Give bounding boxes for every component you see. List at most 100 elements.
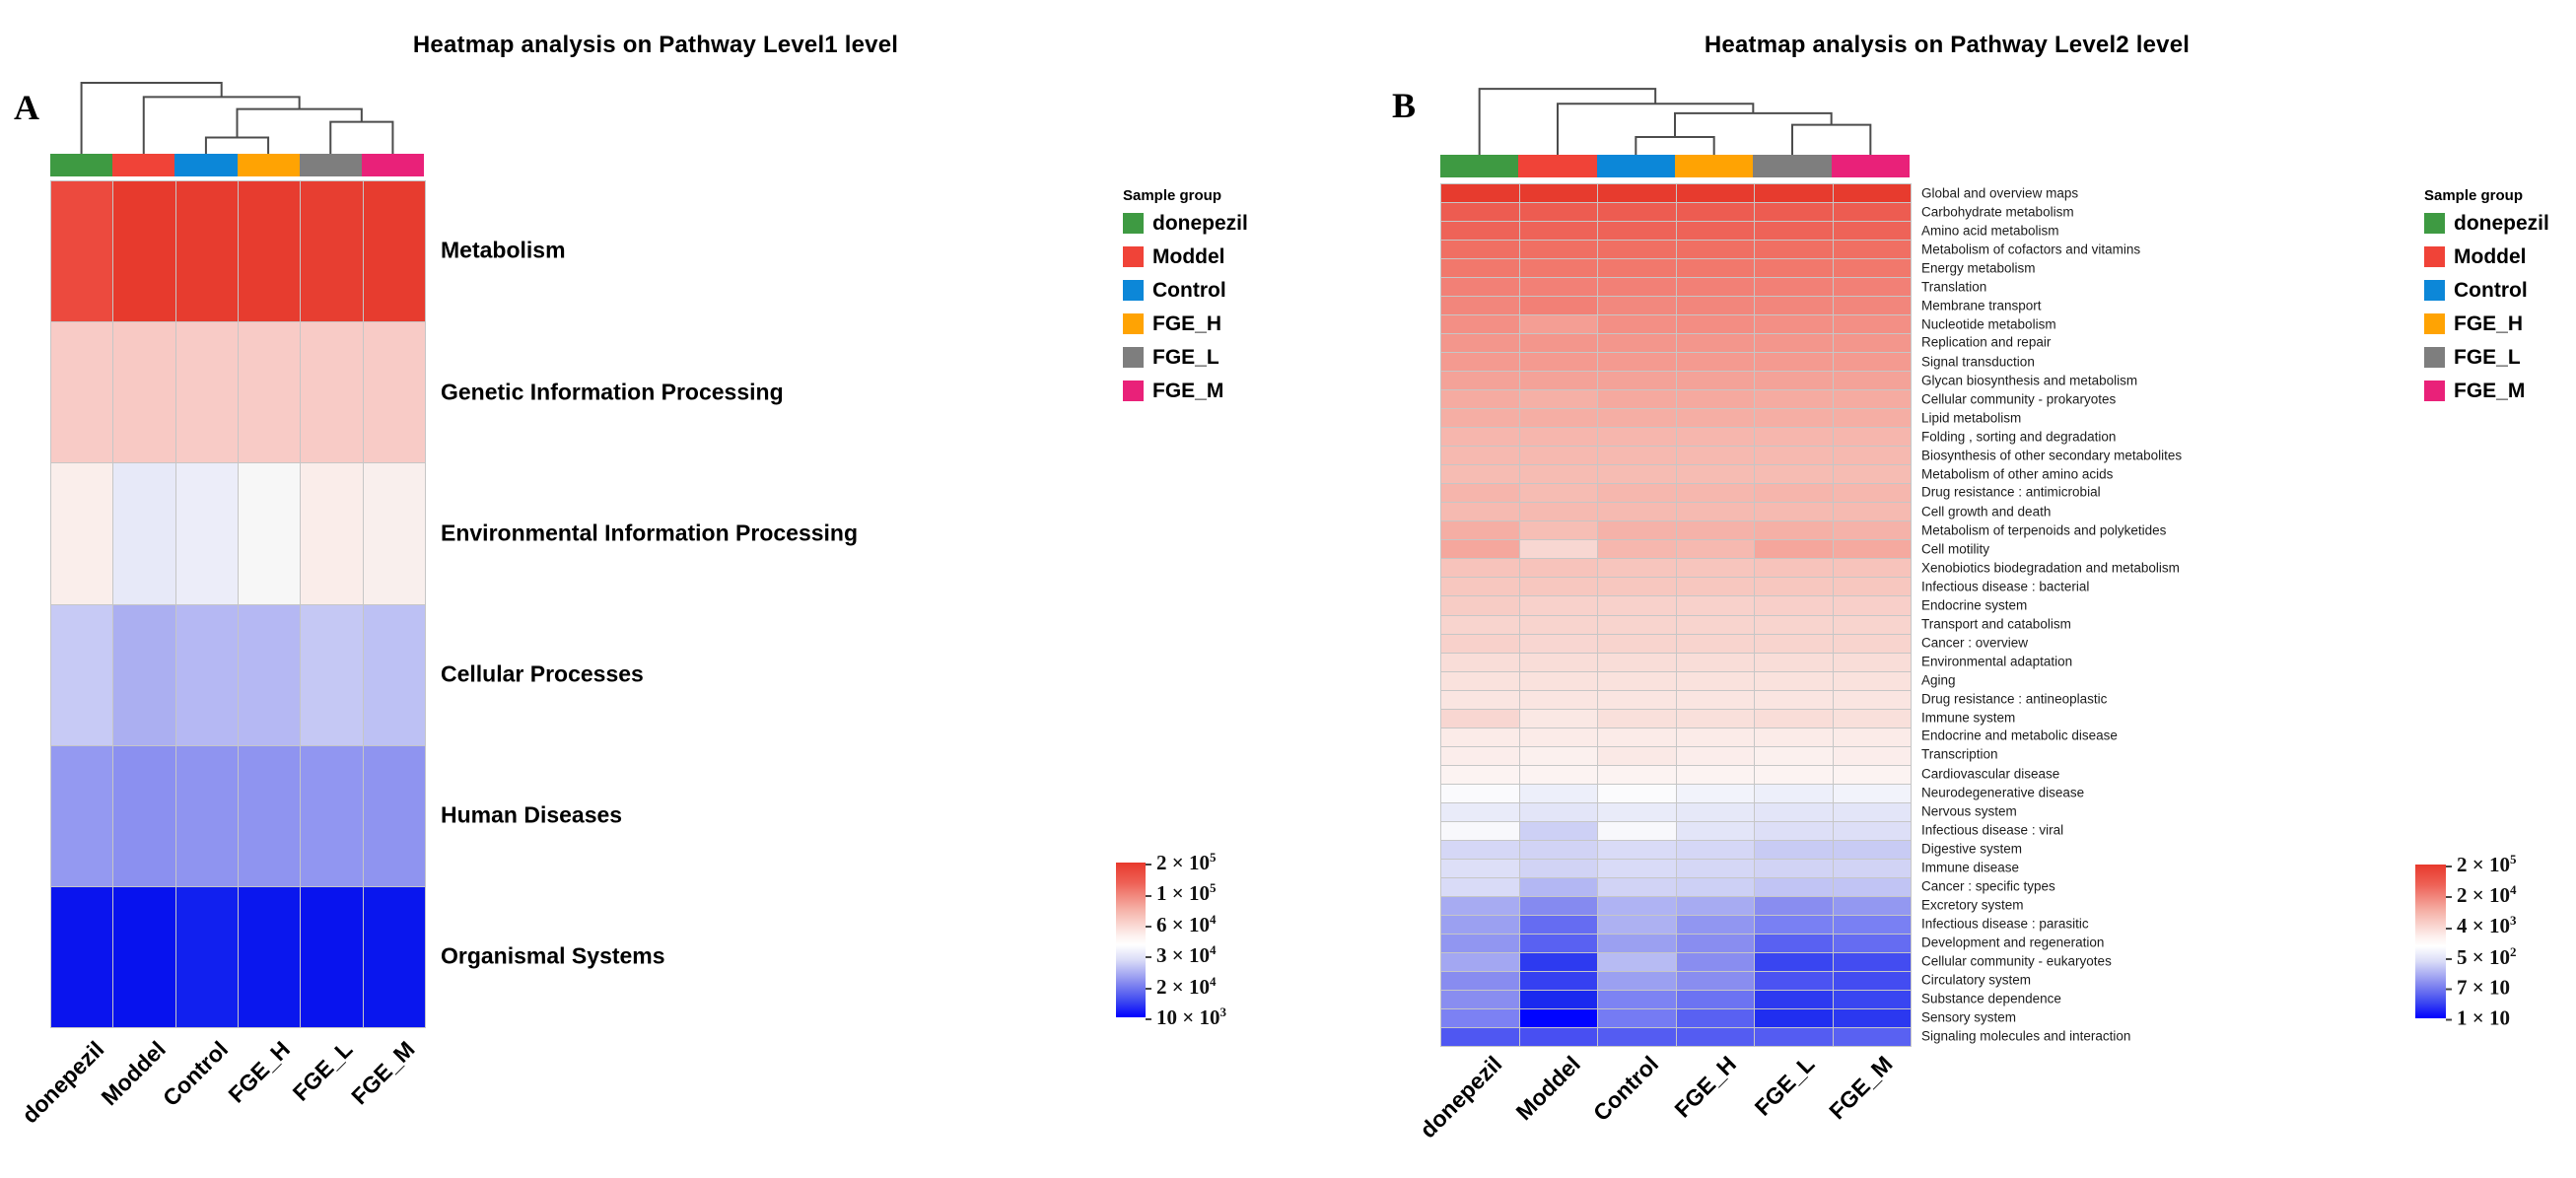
panel-b-heatmap-cell (1676, 784, 1754, 802)
panel-b-heatmap-cell (1755, 690, 1833, 709)
panel-b-heatmap-cell (1598, 465, 1676, 484)
panel-a-heatmap-cell (175, 745, 238, 886)
panel-b-heatmap-cell (1441, 259, 1519, 278)
panel-b-heatmap-cell (1519, 559, 1597, 578)
panel-b-heatmap-cell (1441, 802, 1519, 821)
panel-b-heatmap-cell (1519, 802, 1597, 821)
panel-b-heatmap-cell (1755, 465, 1833, 484)
panel-b-row-label: Development and regeneration (1921, 935, 2105, 949)
panel-b-heatmap-cell (1519, 1008, 1597, 1027)
panel-a-colorbar-tick: 6 × 104 (1146, 912, 1216, 937)
panel-b-heatmap-cell (1833, 671, 1911, 690)
panel-a-heatmap-cell (363, 181, 425, 322)
panel-b-heatmap-cell (1833, 690, 1911, 709)
panel-a-colorbar-tick: 1 × 105 (1146, 880, 1216, 906)
panel-a-heatmap-cell (175, 322, 238, 463)
panel-a-legend-swatch (1123, 313, 1144, 334)
panel-b-legend-swatch (2424, 246, 2445, 267)
panel-b-heatmap-cell (1598, 634, 1676, 653)
panel-a-column-label: FGE_H (223, 1036, 296, 1108)
panel-b-heatmap-cell (1441, 1027, 1519, 1046)
panel-b-heatmap-cell (1598, 372, 1676, 390)
panel-b-colorbar-tick-base: 2 × 10 (2457, 853, 2510, 876)
panel-b-heatmap-cell (1676, 428, 1754, 447)
panel-a-heatmap-cell (175, 463, 238, 604)
panel-b-heatmap-cell (1519, 334, 1597, 353)
panel-b-column-label: FGE_M (1824, 1051, 1898, 1125)
panel-b-heatmap-cell (1441, 390, 1519, 409)
panel-b-heatmap-cell (1441, 521, 1519, 540)
panel-b-heatmap-cell (1519, 447, 1597, 465)
panel-b-heatmap-cell (1833, 184, 1911, 203)
panel-b-heatmap-cell (1519, 540, 1597, 559)
panel-b-colorbar-tick-exp: 5 (2509, 852, 2517, 866)
panel-a-row-label: Environmental Information Processing (441, 520, 859, 545)
panel-b-heatmap-cell (1833, 559, 1911, 578)
panel-a-legend-item-donepezil: donepezil (1123, 213, 1330, 234)
panel-a-heatmap-cell (238, 886, 301, 1027)
panel-b-row-label: Environmental adaptation (1921, 654, 2073, 668)
panel-b-heatmap-cell (1833, 784, 1911, 802)
panel-b-annotation-FGE_L (1753, 155, 1832, 177)
panel-b-heatmap-cell (1598, 877, 1676, 896)
panel-a-heatmap-cell (175, 604, 238, 745)
panel-b-heatmap-cell (1598, 690, 1676, 709)
panel-b-row-label: Cellular community - prokaryotes (1921, 391, 2117, 406)
panel-b-heatmap-cell (1755, 877, 1833, 896)
panel-a-heatmap-cell (301, 745, 363, 886)
panel-b-heatmap-cell (1755, 428, 1833, 447)
panel-b-row-label: Metabolism of other amino acids (1921, 466, 2114, 481)
panel-b-heatmap-cell (1833, 372, 1911, 390)
panel-b-column-label: Control (1587, 1051, 1663, 1127)
panel-b-letter: B (1392, 86, 1417, 125)
panel-b-heatmap-cell (1441, 671, 1519, 690)
panel-b-heatmap-cell (1755, 578, 1833, 596)
panel-b-legend-item-FGE_H: FGE_H (2424, 313, 2576, 334)
panel-b-row-label: Metabolism of terpenoids and polyketides (1921, 522, 2167, 537)
panel-a-heatmap-cell (363, 604, 425, 745)
panel-b-row-label: Excretory system (1921, 897, 2024, 912)
panel-a-annotation-FGE_H (237, 154, 300, 176)
panel-b-row-label: Glycan biosynthesis and metabolism (1921, 373, 2138, 387)
panel-b-heatmap-cell (1755, 915, 1833, 934)
panel-b-heatmap-cell (1676, 690, 1754, 709)
panel-b-heatmap-cell (1598, 184, 1676, 203)
panel-b-heatmap-cell (1441, 990, 1519, 1008)
panel-b-heatmap-cell (1833, 428, 1911, 447)
panel-b-legend-label: FGE_L (2454, 346, 2521, 369)
panel-b-heatmap-cell (1519, 934, 1597, 952)
panel-b-colorbar-tick: 2 × 104 (2446, 882, 2516, 908)
panel-b-heatmap-cell (1755, 859, 1833, 877)
panel-a-colorbar-tick-base: 3 × 10 (1156, 943, 1210, 968)
panel-b-heatmap-cell (1833, 896, 1911, 915)
panel-b-heatmap-cell (1441, 746, 1519, 765)
panel-b-row-label: Cellular community - eukaryotes (1921, 953, 2112, 968)
panel-b-heatmap-cell (1755, 971, 1833, 990)
panel-b-heatmap-cell (1441, 278, 1519, 297)
panel-a-title: Heatmap analysis on Pathway Level1 level (412, 31, 899, 58)
panel-b-heatmap-cell (1755, 615, 1833, 634)
panel-b-row-label: Digestive system (1921, 841, 2023, 856)
panel-a-row-label: Cellular Processes (441, 660, 644, 686)
panel-b-heatmap-cell (1833, 578, 1911, 596)
panel-b-heatmap-cell (1598, 765, 1676, 784)
panel-b-heatmap-cell (1833, 334, 1911, 353)
panel-b-heatmap-cell (1598, 952, 1676, 971)
panel-b-heatmap-cell (1676, 372, 1754, 390)
panel-b-row-label: Aging (1921, 672, 1956, 687)
panel-b-row-label: Xenobiotics biodegradation and metabolis… (1921, 560, 2180, 575)
panel-b-heatmap-cell (1598, 353, 1676, 372)
panel-b-heatmap-cell (1441, 428, 1519, 447)
panel-b-heatmap-cell (1755, 353, 1833, 372)
panel-b-row-label: Substance dependence (1921, 991, 2061, 1005)
panel-b-colorbar-tick-exp: 4 (2509, 882, 2517, 898)
panel-a-heatmap-cell (238, 463, 301, 604)
panel-b-heatmap-cell (1755, 634, 1833, 653)
panel-b-row-label: Signal transduction (1921, 354, 2035, 369)
panel-b-row-label: Folding , sorting and degradation (1921, 429, 2117, 444)
panel-b-heatmap-cell (1519, 578, 1597, 596)
panel-b-heatmap (1440, 183, 1912, 1047)
panel-b-heatmap-cell (1598, 203, 1676, 222)
panel-a-column-label: FGE_L (287, 1036, 358, 1106)
